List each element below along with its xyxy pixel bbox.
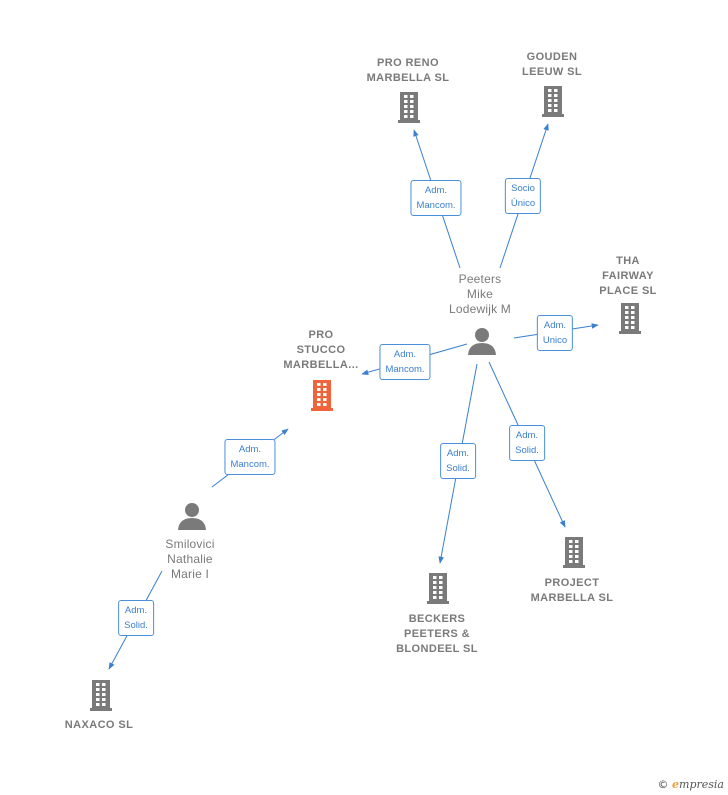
edge-label-peeters-to-project[interactable]: Adm. Solid. [509,425,545,461]
edge-label-smilovici-to-naxaco[interactable]: Adm. Solid. [118,600,154,636]
node-label-project[interactable]: PROJECT MARBELLA SL [530,577,614,604]
brand-name: mpresia [679,778,724,791]
edge-label-peeters-to-beckers[interactable]: Adm. Solid. [440,443,476,479]
node-label-smilovici[interactable]: Smilovici Nathalie Marie I [165,537,215,581]
person-icon-smilovici[interactable] [178,503,206,530]
node-label-beckers[interactable]: BECKERS PEETERS & BLONDEEL SL [396,613,478,655]
person-icon-peeters[interactable] [468,328,496,355]
edge-label-smilovici-to-pro_stucco[interactable]: Adm. Mancom. [224,439,276,475]
node-label-pro_stucco[interactable]: PRO STUCCO MARBELLA... [283,329,359,371]
building-icon-pro_reno[interactable] [398,92,420,123]
building-icon-pro_stucco[interactable] [311,380,333,411]
building-icon-tha[interactable] [619,303,641,334]
brand-footer: © empresia [658,778,724,791]
edge-label-peeters-to-gouden[interactable]: Socio Único [504,178,542,214]
node-label-pro_reno[interactable]: PRO RENO MARBELLA SL [366,57,450,84]
edge-label-peeters-to-pro_reno[interactable]: Adm. Mancom. [410,180,462,216]
node-label-peeters[interactable]: Peeters Mike Lodewijk M [448,272,512,316]
node-label-gouden[interactable]: GOUDEN LEEUW SL [521,51,583,78]
edge-label-peeters-to-pro_stucco[interactable]: Adm. Mancom. [379,344,431,380]
brand-initial: e [672,778,680,791]
building-icon-gouden[interactable] [542,86,564,117]
node-label-naxaco[interactable]: NAXACO SL [64,719,134,731]
building-icon-project[interactable] [563,537,585,568]
building-icon-beckers[interactable] [427,573,449,604]
node-label-tha[interactable]: THA FAIRWAY PLACE SL [599,255,657,297]
edge-label-peeters-to-tha[interactable]: Adm. Unico [536,315,574,351]
building-icon-naxaco[interactable] [90,680,112,711]
copyright-icon: © [657,778,669,791]
